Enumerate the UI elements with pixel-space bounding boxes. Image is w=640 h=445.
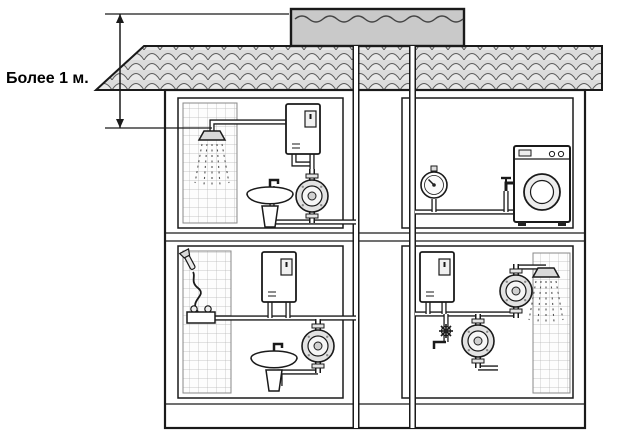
- water-tank: [289, 7, 466, 48]
- min-height-dimension: Более 1 м.: [6, 13, 289, 129]
- water-heater-bottom-left: [261, 251, 297, 303]
- mixer-bottom-left: [186, 305, 216, 324]
- room-bottom-right: [401, 245, 574, 399]
- arrow-down-icon: [116, 119, 124, 128]
- handwheel-valve: [438, 323, 454, 339]
- room-top-left: [177, 97, 344, 229]
- arrow-up-icon: [116, 14, 124, 23]
- pipes-top-right: [415, 191, 514, 215]
- min-height-label: Более 1 м.: [6, 70, 89, 87]
- tap-bottom-right: [432, 340, 446, 349]
- water-heater-bottom-right: [419, 251, 455, 303]
- room-bottom-left: [177, 245, 344, 399]
- room-top-right: [401, 97, 574, 229]
- water-surface: [294, 15, 464, 23]
- washing-machine: [513, 145, 571, 227]
- roof: [93, 45, 603, 91]
- hand-shower: [178, 247, 202, 313]
- water-heater-top-left: [285, 103, 321, 155]
